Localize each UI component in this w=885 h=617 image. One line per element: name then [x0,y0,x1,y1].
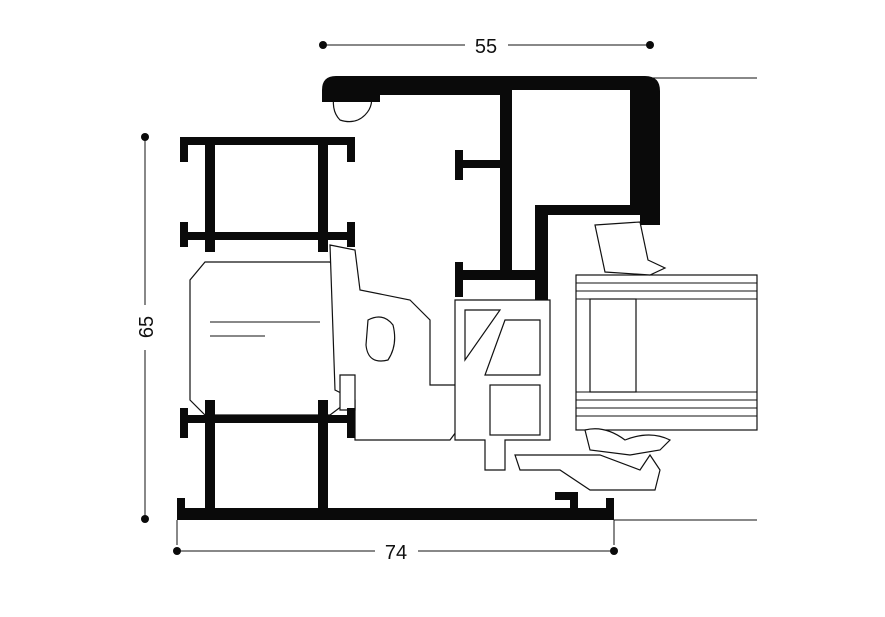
dimension-left-label: 65 [136,316,158,338]
frame-profile [177,137,614,520]
dimension-bottom-label: 74 [385,542,407,564]
dimension-top-label: 55 [475,36,497,58]
dimension-top: 55 [319,36,654,58]
sash-profile [322,76,660,300]
dimension-left: 65 [136,133,158,523]
thermal-break [189,84,672,491]
dimension-bottom: 74 [173,542,618,564]
glazing-unit [575,274,758,431]
